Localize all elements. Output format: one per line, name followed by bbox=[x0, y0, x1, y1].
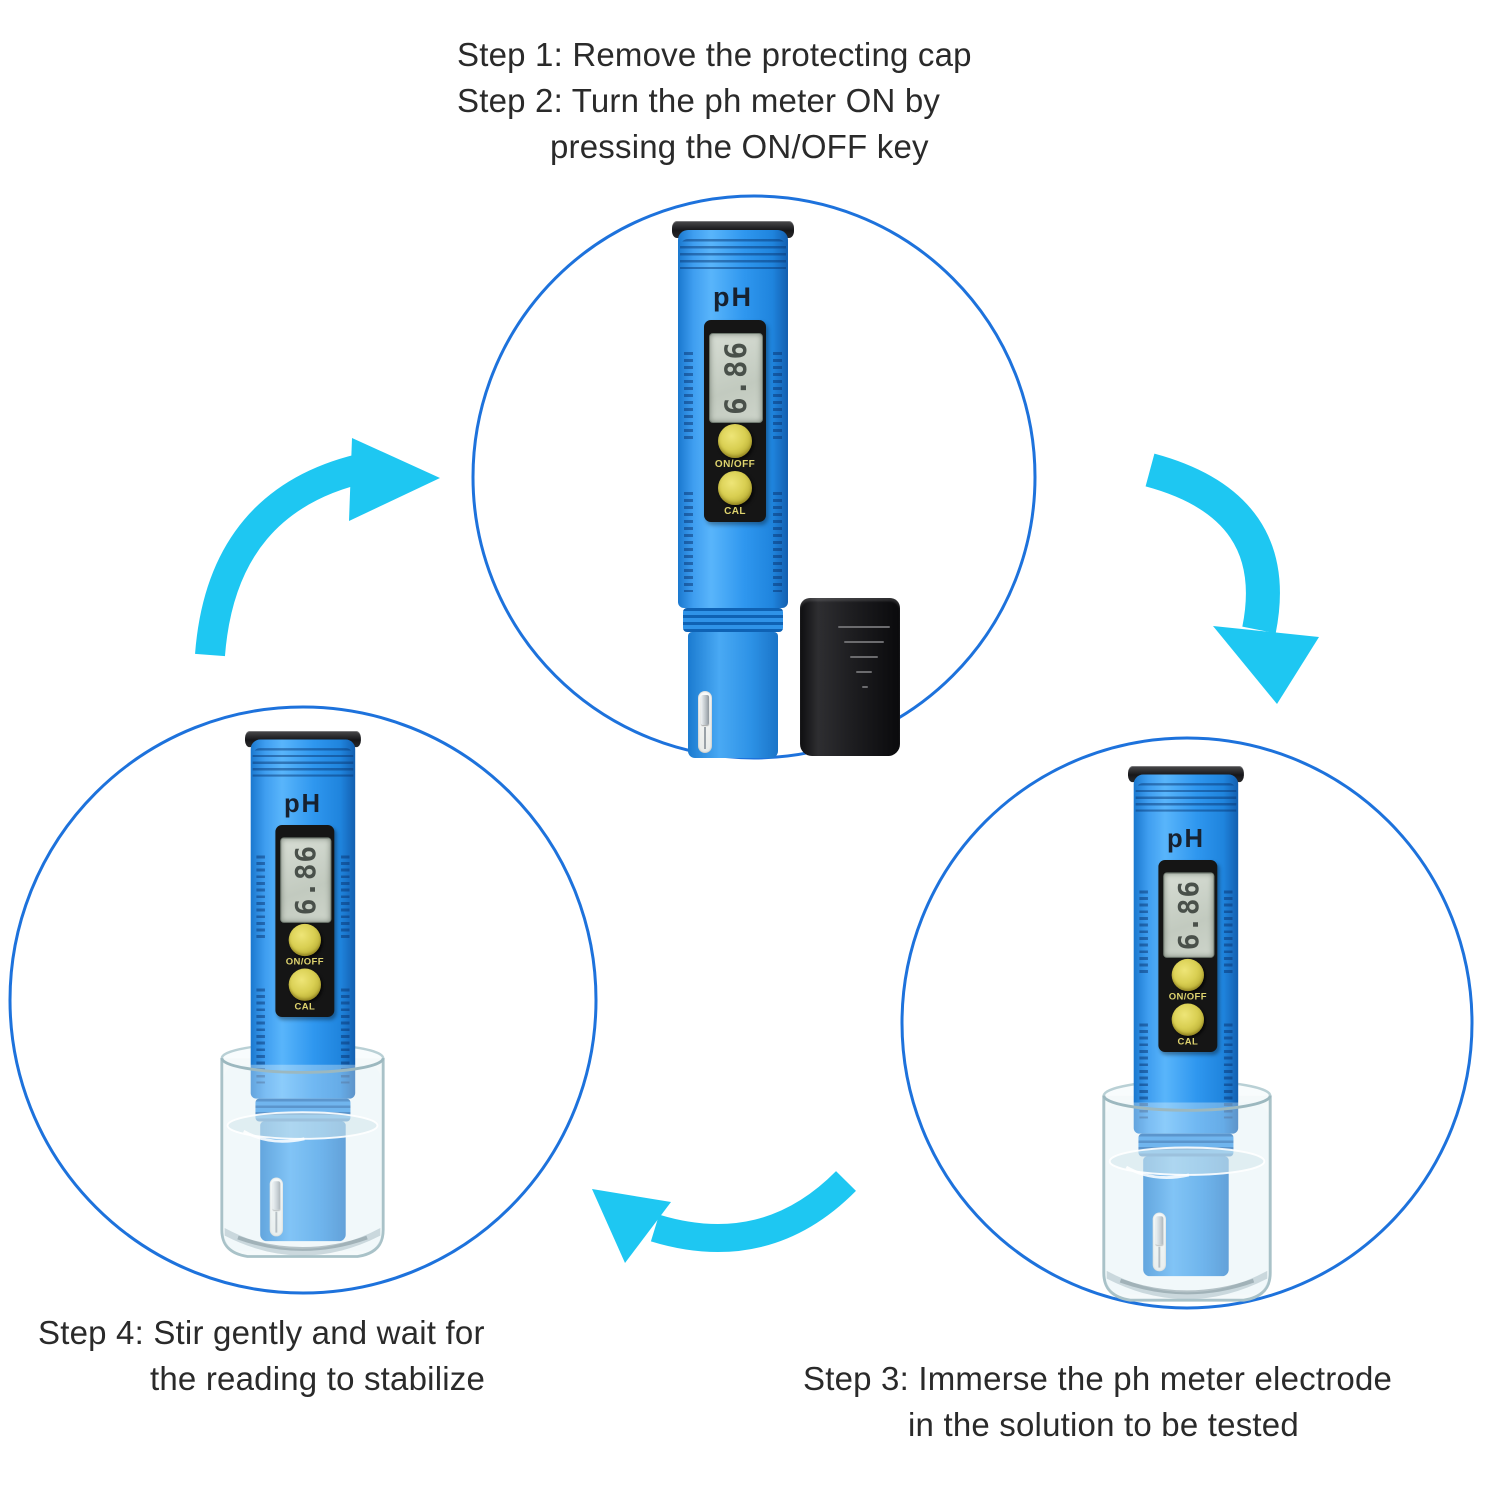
side-ridges bbox=[684, 352, 693, 440]
cap-vent-line bbox=[856, 671, 872, 673]
on-off-button bbox=[1171, 958, 1204, 992]
lcd-display: 6.86 bbox=[280, 837, 332, 923]
arrow-up-right-head-icon bbox=[349, 438, 440, 521]
on-off-button-label: ON/OFF bbox=[714, 459, 756, 470]
water-swirl bbox=[242, 1129, 305, 1143]
cap-vent-line bbox=[844, 641, 884, 643]
caption-step3-line2: in the solution to be tested bbox=[908, 1406, 1299, 1443]
cap-vent-line bbox=[838, 626, 890, 628]
cycle-circle-left bbox=[8, 705, 598, 1295]
side-ridges bbox=[256, 855, 265, 940]
on-off-button bbox=[718, 424, 752, 458]
electrode-slot bbox=[1152, 1212, 1166, 1272]
water-glass-right-front bbox=[1102, 1095, 1272, 1300]
cal-button bbox=[288, 968, 321, 1001]
caption-step4-line2: the reading to stabilize bbox=[150, 1360, 486, 1397]
caption-step4: Step 4: Stir gently and wait for the rea… bbox=[38, 1310, 485, 1402]
on-off-button-label: ON/OFF bbox=[1168, 992, 1207, 1003]
side-ridges bbox=[1223, 890, 1233, 975]
lcd-reading: 6.86 bbox=[289, 845, 322, 916]
electrode-pin bbox=[272, 1181, 281, 1210]
electrode-pin bbox=[701, 695, 709, 725]
side-ridges bbox=[340, 855, 350, 940]
meter-body: pH 6.86 ON/OFF CAL bbox=[678, 230, 788, 608]
side-ridges bbox=[340, 988, 350, 1084]
meter-panel: 6.86 ON/OFF CAL bbox=[275, 825, 335, 1017]
cycle-circle-top bbox=[471, 194, 1037, 760]
electrode-stem bbox=[1158, 1246, 1161, 1268]
grip-ridges bbox=[1135, 783, 1237, 812]
electrode-slot bbox=[269, 1177, 283, 1237]
arrow-left-icon bbox=[650, 1171, 856, 1252]
ph-brand-label: pH bbox=[713, 282, 753, 312]
cal-button bbox=[1171, 1003, 1204, 1036]
cycle-circle-right bbox=[900, 736, 1474, 1310]
cap-vent-line bbox=[862, 686, 868, 688]
grip-ridges bbox=[680, 239, 786, 269]
caption-step2-line: Step 2: Turn the ph meter ON by bbox=[457, 82, 941, 119]
caption-step2-line2: pressing the ON/OFF key bbox=[550, 128, 929, 165]
electrode-stem bbox=[275, 1211, 278, 1233]
side-ridges bbox=[773, 352, 782, 440]
glass-base bbox=[224, 1228, 381, 1256]
cal-button-label: CAL bbox=[294, 1001, 316, 1013]
ph-brand-label: pH bbox=[1166, 823, 1205, 853]
ph-meter-top: pH 6.86 ON/OFF CAL bbox=[672, 221, 794, 761]
arrow-up-right-icon bbox=[195, 452, 372, 657]
electrode-slot bbox=[698, 691, 712, 753]
glass-wash bbox=[1105, 1102, 1269, 1295]
lcd-reading: 6.86 bbox=[719, 341, 753, 415]
electrode-probe bbox=[688, 632, 778, 758]
grip-ridges bbox=[252, 748, 354, 777]
ph-brand-label: pH bbox=[283, 788, 322, 818]
glass-front-rim bbox=[1102, 1095, 1272, 1112]
lcd-display: 6.86 bbox=[1163, 872, 1215, 958]
side-ridges bbox=[684, 492, 693, 592]
ph-meter-right: pH 6.86 ON/OFF CAL bbox=[1128, 766, 1244, 1279]
caption-step3-line1: Step 3: Immerse the ph meter electrode bbox=[803, 1360, 1393, 1397]
glass-base-shadow bbox=[1119, 1278, 1255, 1295]
lcd-reading: 6.86 bbox=[1172, 880, 1205, 951]
glass-base-shadow bbox=[237, 1235, 368, 1251]
arrow-down-head-icon bbox=[1213, 626, 1319, 704]
side-ridges bbox=[256, 988, 265, 1084]
threaded-neck bbox=[683, 608, 783, 632]
meter-panel: 6.86 ON/OFF CAL bbox=[1158, 860, 1218, 1052]
arrow-left-head-icon bbox=[592, 1189, 671, 1263]
meter-body: pH 6.86 ON/OFF CAL bbox=[250, 739, 356, 1099]
side-ridges bbox=[1223, 1023, 1233, 1119]
caption-step4-line1: Step 4: Stir gently and wait for bbox=[38, 1314, 485, 1351]
arrow-down-icon bbox=[1145, 453, 1280, 634]
glass-base bbox=[1106, 1270, 1268, 1300]
meter-panel: 6.86 ON/OFF CAL bbox=[704, 320, 766, 522]
water-swirl bbox=[1125, 1165, 1190, 1180]
cal-button-label: CAL bbox=[1177, 1036, 1199, 1048]
cal-button-label: CAL bbox=[724, 506, 746, 517]
water-glass-left-front bbox=[220, 1057, 385, 1256]
glass-wash bbox=[223, 1064, 382, 1251]
side-ridges bbox=[1139, 890, 1148, 975]
cal-button bbox=[718, 471, 752, 505]
caption-step3: Step 3: Immerse the ph meter electrode i… bbox=[803, 1356, 1392, 1448]
electrode-pin bbox=[1155, 1216, 1164, 1245]
on-off-button bbox=[288, 923, 321, 957]
glass-front-rim bbox=[220, 1057, 385, 1074]
on-off-button-label: ON/OFF bbox=[285, 957, 324, 968]
caption-step1-line: Step 1: Remove the protecting cap bbox=[457, 36, 972, 73]
meter-body: pH 6.86 ON/OFF CAL bbox=[1133, 774, 1239, 1134]
side-ridges bbox=[1139, 1023, 1148, 1119]
caption-step1-2: Step 1: Remove the protecting cap Step 2… bbox=[457, 32, 972, 170]
cap-vent-line bbox=[850, 656, 878, 658]
side-ridges bbox=[773, 492, 782, 592]
lcd-display: 6.86 bbox=[709, 333, 763, 423]
protective-cap bbox=[800, 598, 900, 756]
electrode-stem bbox=[704, 727, 706, 749]
